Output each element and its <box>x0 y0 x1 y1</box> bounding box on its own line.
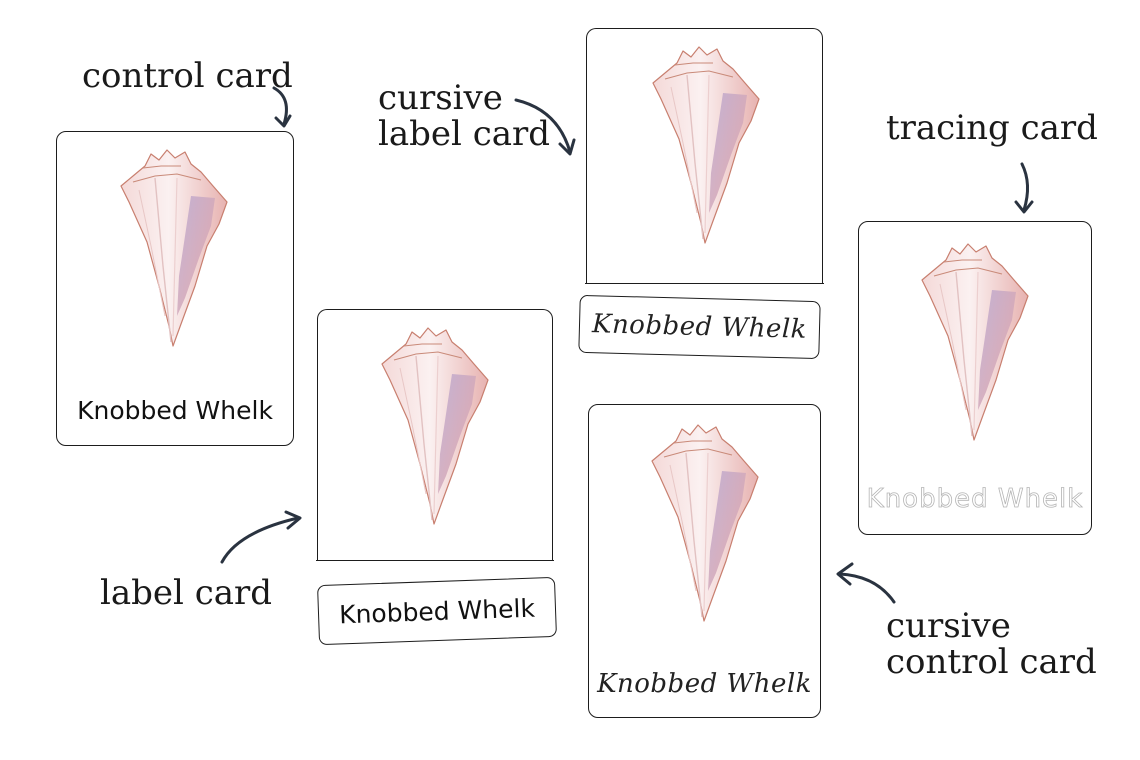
control-card: Knobbed Whelk <box>56 131 294 446</box>
tracing-card: Knobbed Whelk <box>858 221 1092 535</box>
arrow-to-control-card-icon <box>272 86 292 128</box>
cursive-label-picture-card <box>585 28 824 284</box>
label-card-name: Knobbed Whelk <box>338 593 536 629</box>
label-card-caption: label card <box>100 573 273 613</box>
arrow-to-cursive-label-card-icon <box>514 98 576 156</box>
control-card-caption: control card <box>82 56 293 96</box>
shell-illustration <box>652 46 760 244</box>
shell-illustration <box>921 243 1029 441</box>
tracing-card-caption: tracing card <box>886 108 1098 148</box>
cursive-control-card-caption: cursive control card <box>886 606 1097 682</box>
tracing-card-name: Knobbed Whelk <box>866 484 1084 515</box>
arrow-to-cursive-control-card-icon <box>836 562 896 604</box>
shell-illustration <box>120 149 228 347</box>
cursive-control-card: Knobbed Whelk <box>588 404 821 718</box>
arrow-to-tracing-card-icon <box>1014 162 1034 214</box>
card-name-label: Knobbed Whelk <box>77 396 273 425</box>
cursive-label-card-caption: cursive label card <box>378 78 551 154</box>
arrow-to-label-card-icon <box>220 510 302 564</box>
label-strip: Knobbed Whelk <box>317 576 557 646</box>
cursive-card-name: Knobbed Whelk <box>591 309 808 345</box>
cursive-label-strip: Knobbed Whelk <box>578 294 821 360</box>
shell-illustration <box>381 327 489 525</box>
shell-illustration <box>651 424 759 622</box>
label-picture-card <box>316 309 554 561</box>
cursive-control-card-name: Knobbed Whelk <box>597 669 812 699</box>
